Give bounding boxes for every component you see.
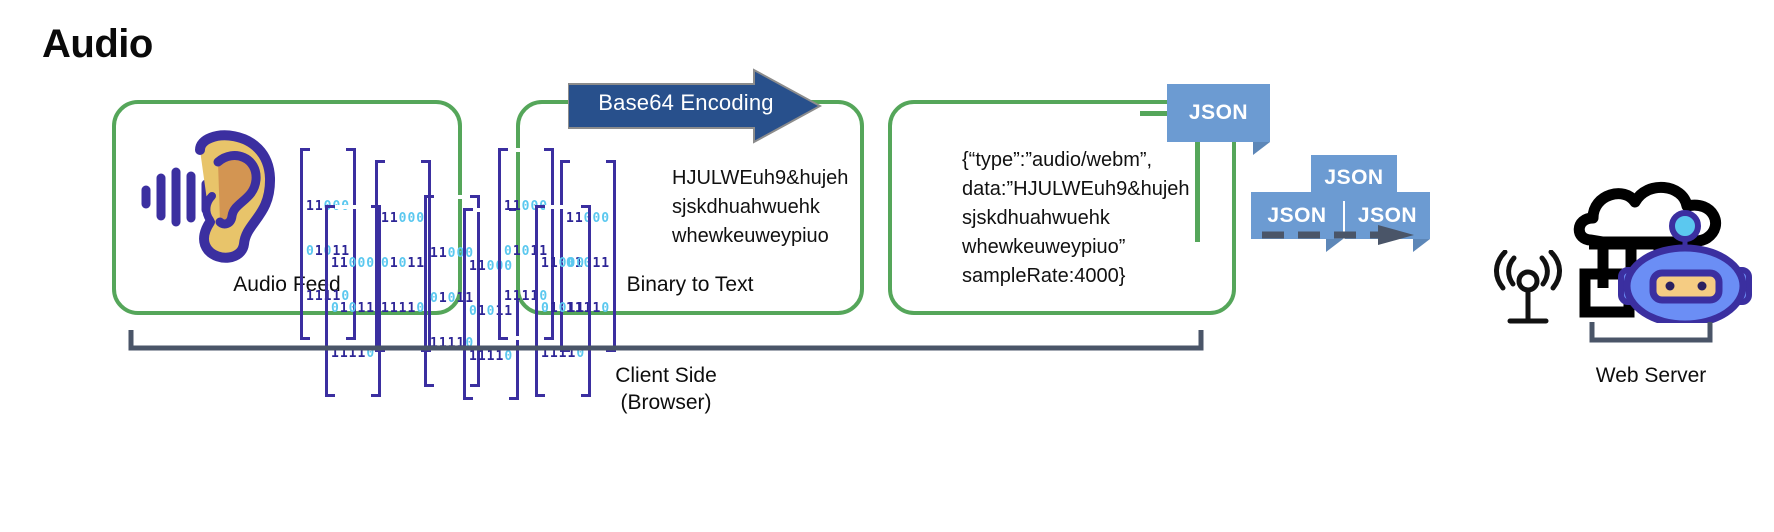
binary-block: 11000 01011 11110 <box>498 148 555 340</box>
bracket-client-side <box>128 330 1204 351</box>
json-tag-main: JSON <box>1167 84 1270 155</box>
dashed-arrow-icon <box>1262 225 1414 245</box>
binary-block: 11000 01011 11110 <box>325 205 382 397</box>
wifi-antenna-icon <box>1494 250 1562 324</box>
connector-line-horizontal <box>1140 111 1170 116</box>
base64-encoding-arrow <box>568 68 822 144</box>
ear-icon <box>141 130 276 263</box>
encoded-text: HJULWEuh9&hujeh sjskdhuahwuehk whewkeuwe… <box>672 167 849 247</box>
json-tag-tail <box>1326 239 1343 252</box>
json-tag-label: JSON <box>1324 166 1384 189</box>
json-tag-tail <box>1413 239 1430 252</box>
bracket-label-client-side: Client Side (Browser) <box>615 364 717 414</box>
stage-panel-audio-feed: Audio Feed <box>112 100 462 315</box>
stage-label-audio-feed: Audio Feed <box>233 273 341 296</box>
binary-block: 11000 01011 11110 <box>424 195 481 387</box>
binary-block: 11000 01011 11110 <box>375 160 432 352</box>
connector-line-vertical <box>1195 142 1200 242</box>
stage-panel-binary-to-text: Binary to Text <box>516 100 864 315</box>
json-tag-tail <box>1253 142 1270 155</box>
json-payload-text: {“type”:”audio/webm”, data:”HJULWEuh9&hu… <box>962 149 1190 287</box>
cloud-server-robot-icon <box>1573 182 1752 323</box>
stage-label-binary-to-text: Binary to Text <box>626 273 754 296</box>
page-title: Audio <box>42 22 153 66</box>
json-tag-label: JSON <box>1357 203 1418 227</box>
bracket-label-web-server: Web Server <box>1595 364 1707 387</box>
json-tag-label: JSON <box>1267 203 1327 227</box>
bracket-web-server <box>1589 322 1713 343</box>
json-tag-label: JSON <box>1188 101 1249 124</box>
